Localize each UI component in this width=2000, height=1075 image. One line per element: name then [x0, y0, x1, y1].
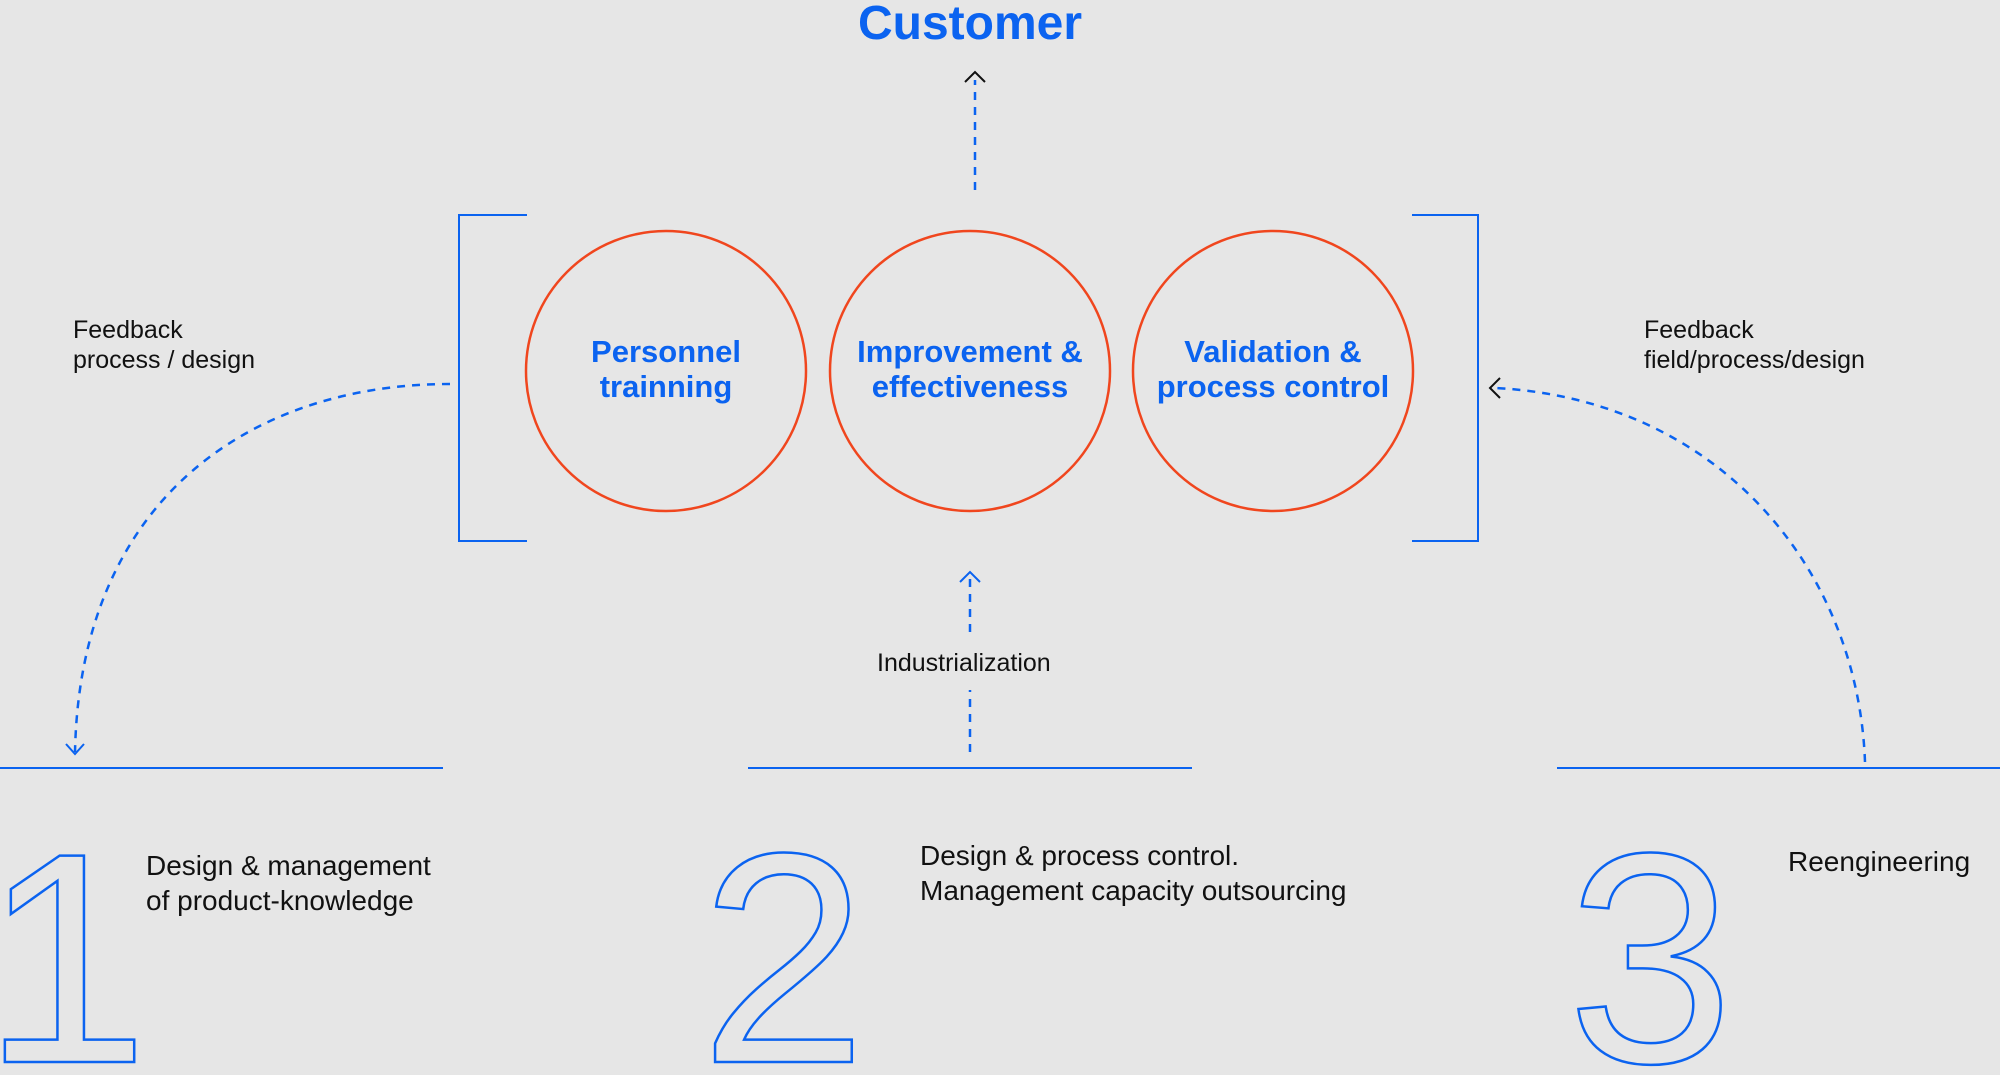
stage-1-line1: Design & management [146, 850, 431, 881]
stage-2-line2: Management capacity outsourcing [920, 875, 1347, 906]
industrialization-arrow-head [959, 570, 981, 583]
feedback-right-curve [1495, 386, 1867, 763]
industrialization-label: Industrialization [877, 649, 1051, 677]
circle-improvement-line2: effectiveness [871, 369, 1069, 404]
circle-validation [1131, 229, 1415, 513]
feedback-right-line2: field/process/design [1644, 346, 1865, 374]
left-bracket [458, 214, 527, 542]
stage-1-line2: of product-knowledge [146, 885, 414, 916]
stage-3-line1: Reengineering [1788, 846, 1971, 877]
stage-2-description: Design & process control. Management cap… [920, 838, 1346, 908]
circle-personnel-label: Personnel trainning [526, 334, 806, 404]
feedback-left-label: Feedback process / design [73, 315, 255, 375]
circle-improvement-label: Improvement & effectiveness [830, 334, 1110, 404]
circle-improvement [828, 229, 1112, 513]
circle-validation-line1: Validation & [1184, 334, 1362, 369]
circle-personnel [524, 229, 808, 513]
arrow-to-customer-head [964, 70, 986, 83]
stage-1-description: Design & management of product-knowledge [146, 848, 431, 918]
stage-1-number: 1 [0, 790, 149, 1075]
circle-validation-line2: process control [1156, 369, 1390, 404]
stage-2-line1: Design & process control. [920, 840, 1240, 871]
feedback-left-line2: process / design [73, 346, 256, 374]
stage-3-description: Reengineering [1788, 844, 1970, 879]
feedback-right-label: Feedback field/process/design [1644, 315, 1865, 375]
feedback-left-head [65, 743, 85, 756]
circle-personnel-line2: trainning [599, 369, 733, 404]
circle-personnel-line1: Personnel [591, 334, 741, 369]
feedback-left-line1: Feedback [73, 316, 183, 344]
customer-title: Customer [857, 0, 1083, 50]
circle-validation-label: Validation & process control [1133, 334, 1413, 404]
feedback-right-line1: Feedback [1644, 316, 1754, 344]
circle-improvement-line1: Improvement & [857, 334, 1083, 369]
stage-3-number: 3 [1567, 790, 1734, 1075]
feedback-left-curve [73, 382, 451, 753]
right-bracket [1412, 214, 1479, 542]
feedback-right-head [1488, 377, 1501, 399]
stage-2-number: 2 [700, 790, 867, 1075]
